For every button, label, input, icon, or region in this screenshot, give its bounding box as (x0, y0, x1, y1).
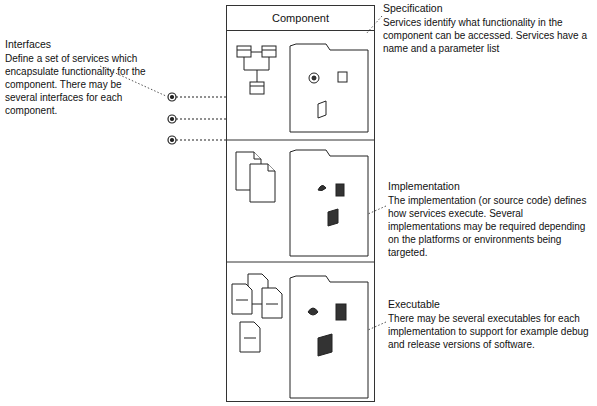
callout-text: The implementation (or source code) defi… (388, 194, 592, 259)
interface-symbols (168, 93, 226, 144)
callout-heading: Specification (383, 2, 593, 15)
callout-heading: Interfaces (5, 38, 155, 51)
callout-heading: Executable (388, 298, 592, 311)
component-box: Component (226, 5, 375, 402)
callout-text: There may be several executables for eac… (388, 312, 592, 351)
callout-text: Define a set of services which encapsula… (5, 52, 155, 117)
class-diagram (237, 46, 276, 94)
source-documents (236, 152, 275, 202)
folder-icons (308, 72, 347, 356)
section-dividers (226, 140, 375, 262)
package-folders (290, 44, 368, 398)
callout-text: Services identify what functionality in … (383, 16, 593, 55)
executable-files (232, 274, 282, 352)
callout-heading: Implementation (388, 180, 592, 193)
component-title: Component (227, 6, 374, 31)
